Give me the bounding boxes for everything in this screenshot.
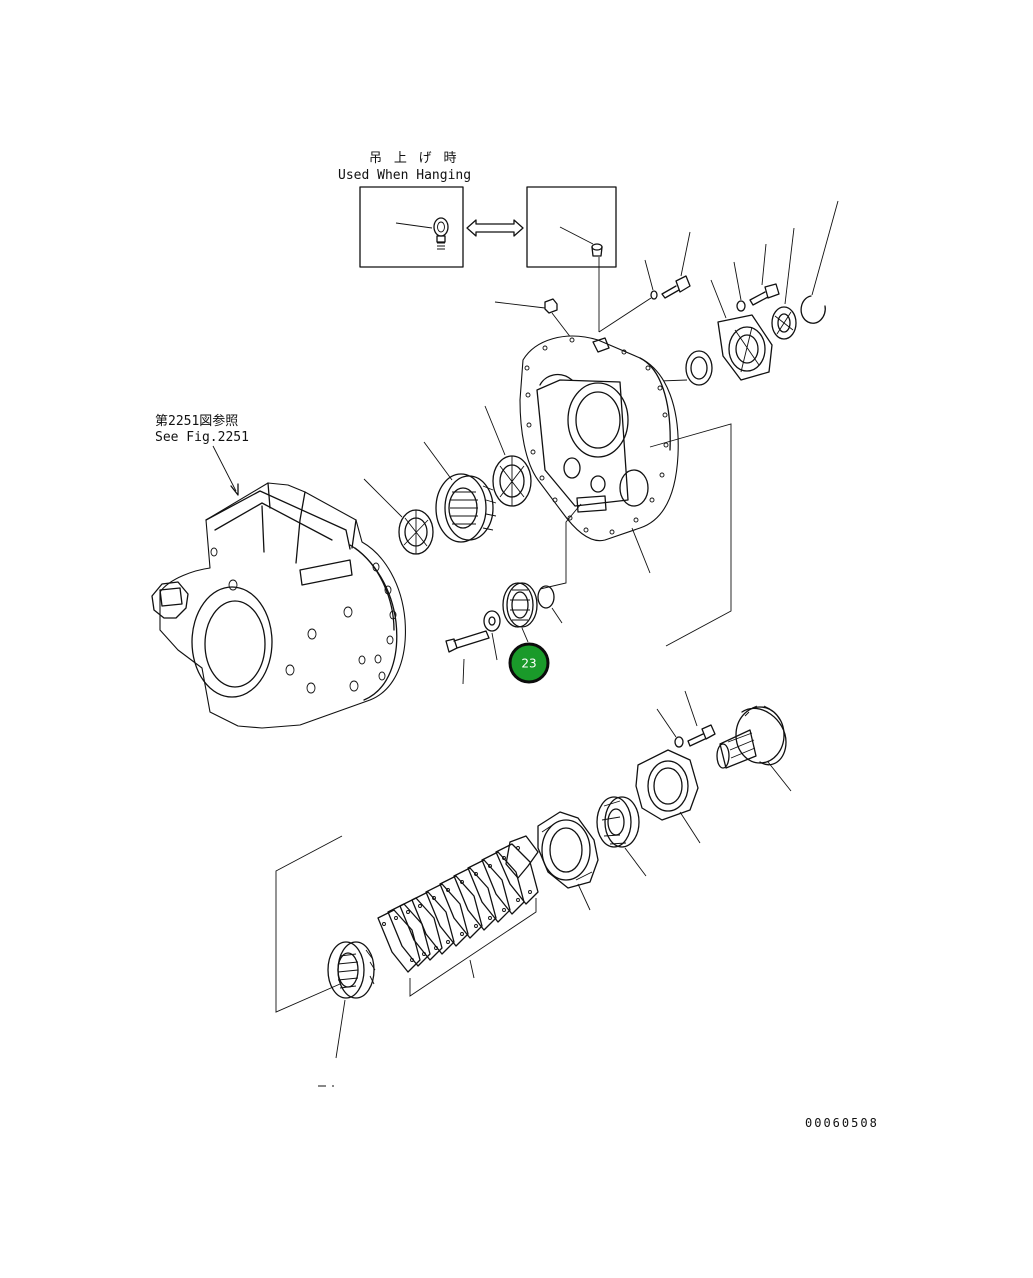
lock-washer-upper [598, 259, 658, 333]
hanging-inset-right [526, 186, 617, 332]
drawing-number: 00060508 [805, 1116, 879, 1130]
tapered-bearing-lower [327, 941, 376, 1059]
lock-washer-lower [656, 708, 684, 748]
see-fig-label-jp: 第2251図参照 [155, 413, 238, 429]
bolt-upper [661, 231, 691, 299]
bolt-upper-2 [749, 243, 780, 306]
bearing-cap-upper [771, 227, 797, 340]
piston-carrier [537, 811, 599, 911]
washer-upper-2 [733, 261, 746, 312]
leader-housing-cover [631, 527, 651, 574]
hanging-label-jp: 吊 上 げ 時 [369, 151, 458, 166]
o-ring-small [537, 585, 563, 624]
callout-23-number: 23 [521, 657, 536, 671]
group-bracket-right [649, 423, 732, 647]
ball-bearing-23 [502, 582, 538, 643]
hanging-label-en: Used When Hanging [338, 168, 471, 183]
snap-ring-upper [800, 200, 839, 324]
see-fig-arrow-icon [212, 445, 239, 496]
hanging-inset-left [359, 186, 464, 268]
bolt-long [445, 630, 490, 685]
retainer-plate [710, 279, 773, 381]
housing-cover [519, 335, 679, 542]
clutch-disc-stack [377, 835, 539, 997]
group-bracket-lower [275, 835, 343, 1013]
double-arrow-icon [466, 219, 524, 237]
bearing-lower [596, 796, 647, 877]
callout-23[interactable]: 23 [508, 642, 550, 684]
transmission-case [151, 482, 406, 729]
tapered-roller-bearing [423, 441, 497, 543]
bearing-race-upper [484, 405, 532, 507]
flange-cover-lower [635, 749, 701, 844]
bearing-cone-left [363, 478, 434, 555]
output-shaft-gear [716, 705, 792, 792]
callout-23-circle[interactable] [508, 642, 550, 684]
see-fig-label-en: See Fig.2251 [155, 430, 249, 445]
leader-small-ring [539, 503, 582, 590]
bolt-lower [684, 690, 716, 747]
thrust-washer [483, 610, 501, 661]
